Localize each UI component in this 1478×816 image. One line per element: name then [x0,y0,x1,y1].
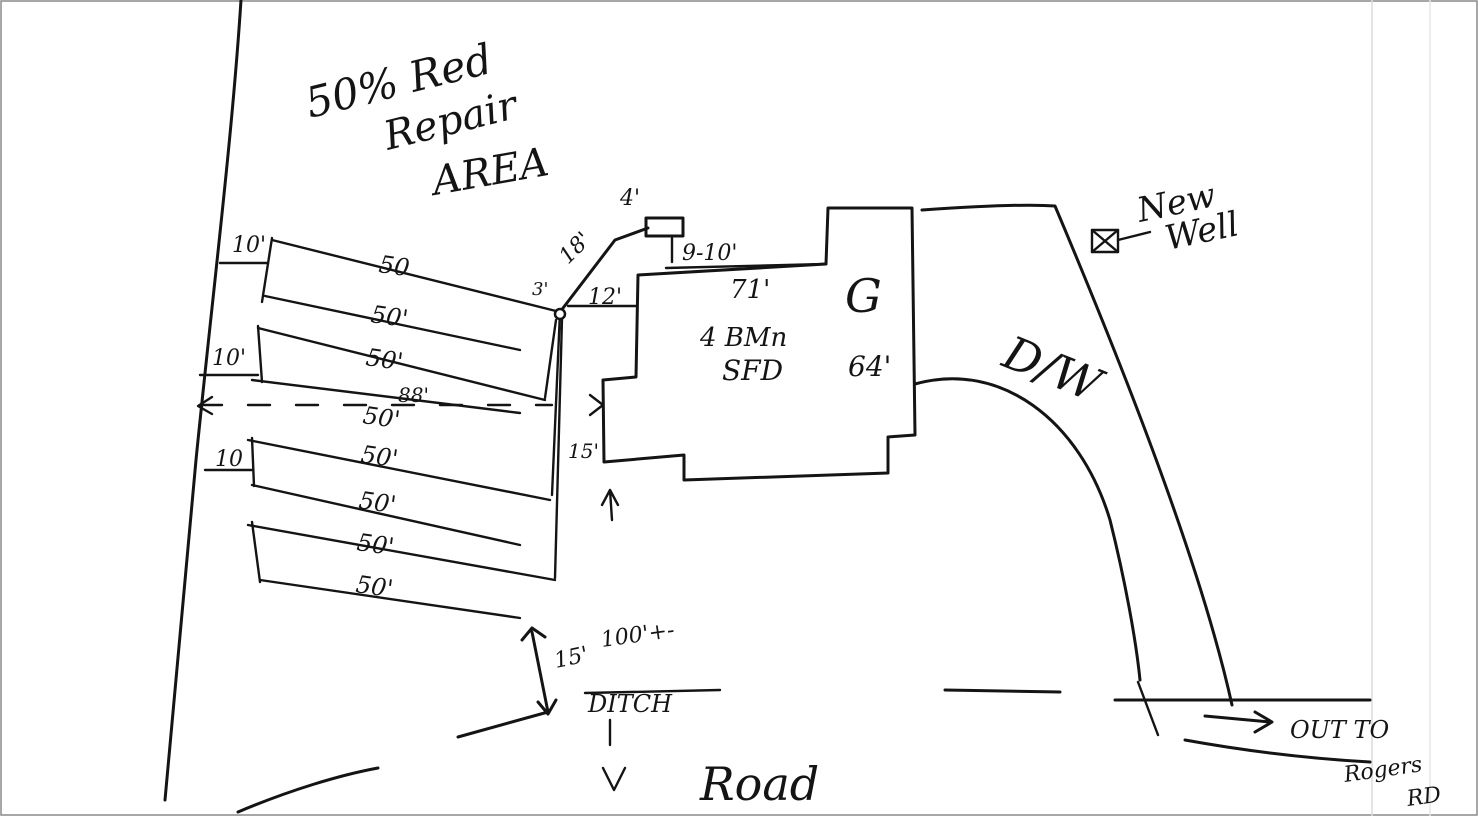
septic-tank [644,216,685,238]
pipe-length-label: 18' [555,227,597,269]
repair-area-label-3: AREA [425,139,552,205]
lateral-length-6: 50' [357,486,398,519]
lateral-length-7: 50' [355,528,396,561]
well-symbol [1090,228,1152,254]
spacing-label-top: 10' [232,233,266,258]
lateral-length-2: 50' [369,300,410,333]
spacing-label-middle: 10' [212,346,246,371]
road-cut-mark [1136,680,1160,737]
offset-arrow-right [588,393,605,417]
sewer-pipe [558,226,650,314]
ditch-label: DITCH [587,690,673,718]
driveway-label: D/W [995,325,1112,414]
road-edge-left [236,766,380,814]
exit-label-3: RD [1404,782,1443,812]
ditch-line [583,688,722,695]
spacing-label-bottom: 10 [215,447,243,472]
road-down-v [601,766,627,792]
ditch-length-label: 100'+- [599,618,676,653]
garage-depth-label: 64' [848,350,891,383]
tank-side-label: 9-10' [682,241,737,266]
house-up-arrow [600,488,620,522]
house-label-1: 4 BMn [699,323,787,353]
lateral-length-3: 50' [364,343,405,376]
property-line [163,0,243,802]
field-width-arrow-left [196,395,214,416]
lateral-length-8: 50' [354,570,395,603]
pipe-drop-label: 3' [532,279,548,300]
tank-top-label: 4' [619,186,640,211]
distribution-box [553,307,567,321]
field-width-label: 88' [398,383,429,407]
house-offset-label: 15' [568,439,599,463]
exit-label-2: Rogers [1341,752,1423,788]
lateral-length-1: 50 [377,250,411,282]
driveway-edge-outer [920,203,1234,707]
lateral-length-4: 50' [361,401,402,434]
house-label-2: SFD [722,354,783,387]
road-edge-right [1183,738,1372,764]
garage-letter: G [845,269,882,323]
road-label: Road [699,757,819,811]
setback-label: 12' [588,285,622,310]
ditch-line-left [456,710,550,739]
driveway-edge-inner [913,377,1142,682]
drain-field [246,236,564,620]
ditch-line-right [943,688,1372,702]
ditch-setback-arrow [520,626,558,716]
exit-label-1: OUT TO [1290,716,1390,744]
exit-arrow [1203,710,1274,734]
lateral-length-5: 50' [359,440,400,473]
house-outline [601,206,917,482]
ditch-setback-label: 15' [552,642,591,674]
house-width-label: 71' [730,275,770,305]
